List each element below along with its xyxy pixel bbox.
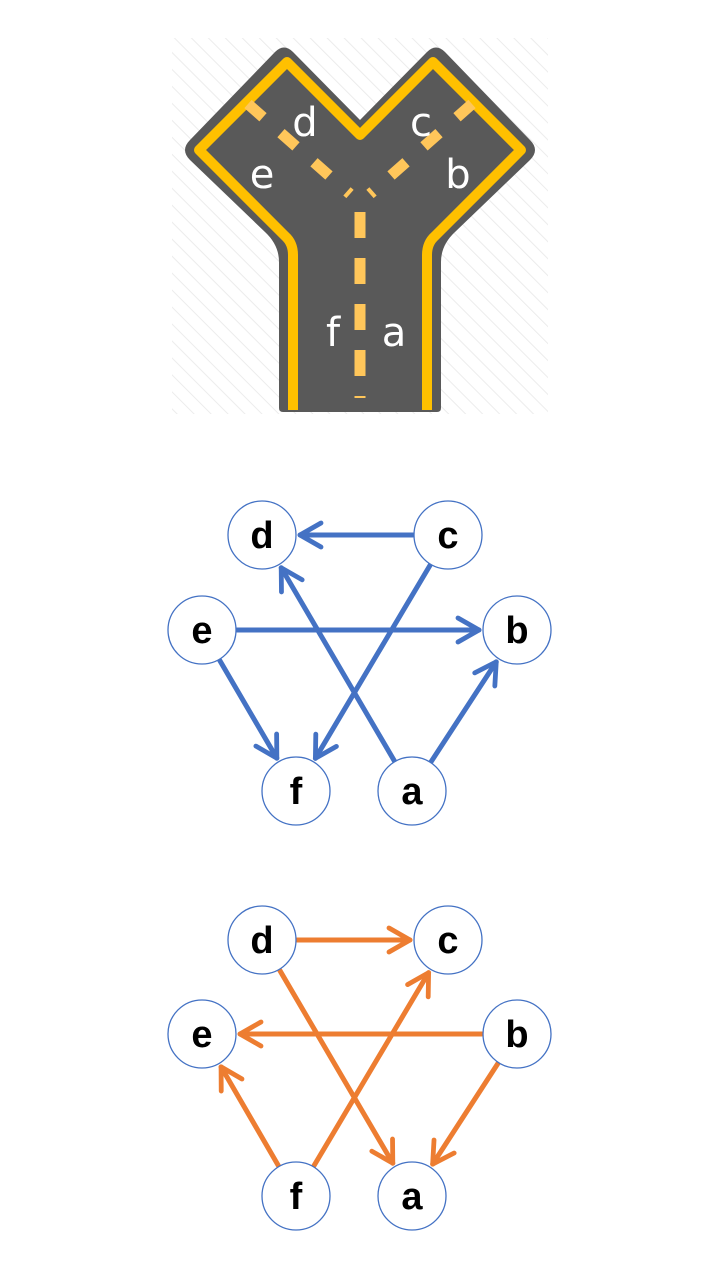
graph-orange: d c e b f a <box>167 905 552 1231</box>
graph1-node-label-d: d <box>250 515 273 557</box>
graph1-node-label-c: c <box>437 515 458 557</box>
graph-blue-edges <box>217 520 499 765</box>
graph1-node-label-b: b <box>505 610 528 652</box>
graph2-node-label-f: f <box>290 1176 303 1218</box>
graph2-node-label-c: c <box>437 920 458 962</box>
graph1-edge-a-to-d <box>278 565 397 764</box>
road-label-a: a <box>382 310 407 356</box>
graph1-node-f <box>261 756 331 826</box>
graph2-node-a <box>377 1161 447 1231</box>
graph1-edge-c-to-f <box>312 562 433 761</box>
graph2-edge-f-to-e <box>218 1064 281 1169</box>
road-label-b: b <box>445 152 470 198</box>
graph2-node-label-d: d <box>250 920 273 962</box>
road-label-f: f <box>326 310 341 356</box>
graph1-node-label-e: e <box>191 610 212 652</box>
graph2-node-c <box>413 905 483 975</box>
graph2-node-label-a: a <box>401 1176 423 1218</box>
graph1-edge-a-to-b <box>428 659 499 765</box>
graph-orange-edges <box>218 925 501 1169</box>
graph1-node-e <box>167 595 237 665</box>
graph2-node-b <box>482 999 552 1069</box>
graph2-node-d <box>227 905 297 975</box>
road-illustration: d c e b f a <box>172 38 548 414</box>
road-label-e: e <box>250 152 275 198</box>
graph2-node-e <box>167 999 237 1069</box>
graph2-node-label-b: b <box>505 1014 528 1056</box>
road-label-d: d <box>292 100 317 146</box>
graph2-edge-b-to-a <box>430 1060 501 1167</box>
graph1-node-b <box>482 595 552 665</box>
road-label-c: c <box>410 100 432 146</box>
graph1-edge-e-to-f <box>217 657 280 761</box>
graph1-node-a <box>377 756 447 826</box>
graph-orange-nodes: d c e b f a <box>167 905 552 1231</box>
graph2-edge-f-to-c <box>311 970 432 1169</box>
graph-blue: d c e b f a <box>167 500 552 826</box>
graph1-node-label-f: f <box>290 771 303 813</box>
graph1-node-label-a: a <box>401 771 423 813</box>
graph1-node-c <box>413 500 483 570</box>
road-edge-left <box>194 57 526 410</box>
graph2-node-label-e: e <box>191 1014 212 1056</box>
graph2-edge-d-to-a <box>277 967 396 1166</box>
graph-blue-nodes: d c e b f a <box>167 500 552 826</box>
graph2-node-f <box>261 1161 331 1231</box>
graph1-node-d <box>227 500 297 570</box>
